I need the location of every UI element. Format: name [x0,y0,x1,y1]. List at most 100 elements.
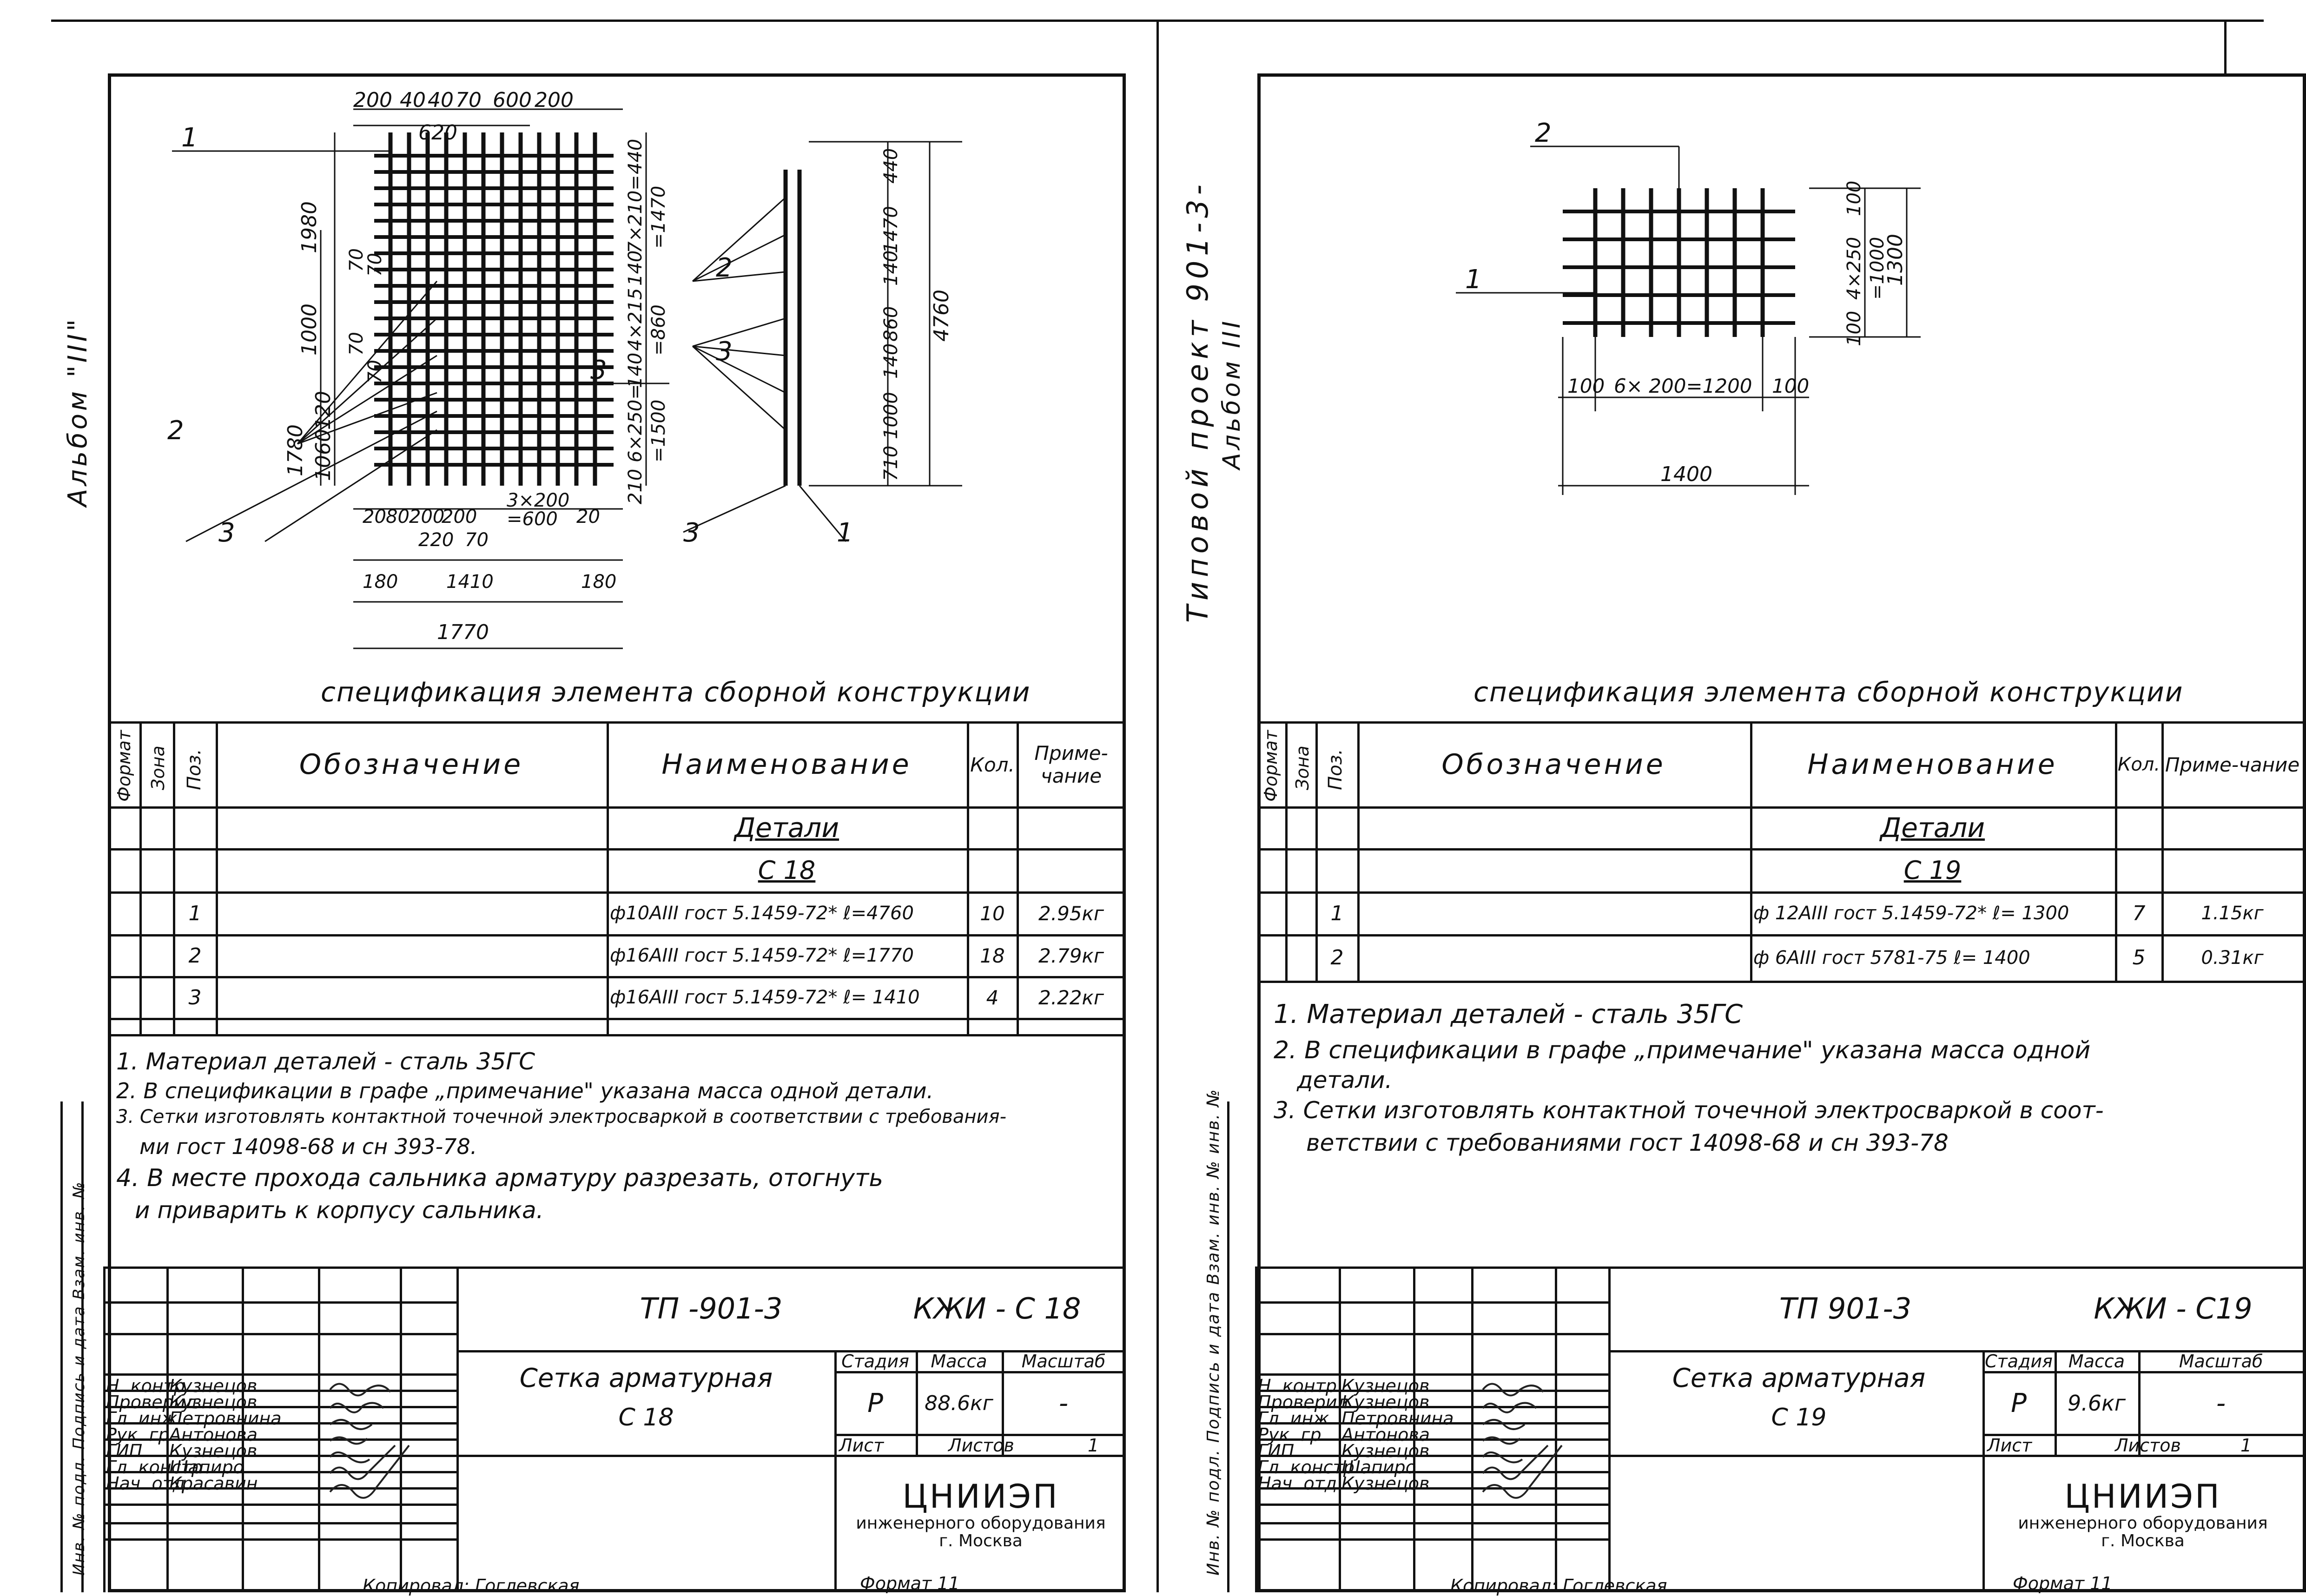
tb-name1-left: Сетка арматурная [519,1363,773,1393]
spec-title-right: спецификация элемента сборной конструкци… [1473,676,2184,708]
dim-top-3: 40 [428,88,454,112]
dim-left-70b: 70 [364,253,386,277]
dim-r-100a: 100 [1843,181,1865,216]
tb-mass-label-left: Масса [931,1351,987,1372]
row2-qty-left: 18 [980,944,1005,967]
dim-b-100b: 100 [1772,375,1809,397]
dim-left-1780: 1780 [284,424,307,476]
album-label-left: Альбом "III" [63,316,93,507]
note-3-right: 3. Сетки изготовлять контактной точечной… [1274,1097,2104,1124]
row2-pos-right: 2 [1330,946,1344,969]
tb-person-2-left: Кузнецов [169,1392,258,1412]
spec-title-left: спецификация элемента сборной конструкци… [321,676,1031,708]
dim-bot-70: 70 [465,529,489,551]
hdr-qty-right: Кол. [2117,754,2161,775]
tb-mass-label-right: Масса [2068,1351,2125,1372]
row1-note-right: 1.15кг [2201,903,2264,924]
leader-3: 3 [218,518,235,548]
tb-role-6-left: Гл. констр. [106,1457,208,1477]
hdr-format-right: Формат [1261,730,1281,802]
section-details-left: Детали [734,811,839,844]
row3-qty-left: 4 [986,986,999,1009]
note-4b-left: и приварить к корпусу сальника. [135,1197,544,1224]
row2-name-left: ф16АIII гост 5.1459-72* ℓ=1770 [610,945,914,966]
dim-bot-20a: 20 [363,506,386,528]
dim-bot-1770: 1770 [437,620,489,644]
dim-left-70d: 70 [364,360,386,383]
note-3-left: 3. Сетки изготовлять контактной точечной… [116,1106,1007,1128]
leader-1-right: 1 [1465,264,1482,295]
dim-side-860: 860 [880,306,902,342]
dim-left-120: 120 [311,391,335,430]
tb-person-7-right: Кузнецов [1341,1473,1430,1494]
row2-name-right: ф 6АIII гост 5781-75 ℓ= 1400 [1753,947,2030,969]
dim-r-1000: =1000 [1867,237,1888,300]
note-3b-left: ми гост 14098-68 и сн 393-78. [139,1134,477,1159]
row1-qty-right: 7 [2132,901,2146,925]
tb-bottom-cut-right: Копировал: Гоглевская [1450,1576,1667,1596]
row1-note-left: 2.95кг [1038,902,1104,925]
tb-code-right: КЖИ - С19 [2094,1291,2253,1326]
hdr-note-left: Приме-чание [1034,742,1108,787]
tb-person-5-right: Кузнецов [1341,1441,1430,1461]
tb-sheet-label-left: Лист [839,1435,884,1456]
dim-right-210: 210 [625,469,646,504]
top-right-marker [2224,20,2227,73]
hdr-qty-left: Кол. [970,753,1015,776]
tb-role-7-right: Нач. отд. [1258,1473,1343,1494]
tb-scale-label-right: Масштаб [2179,1351,2263,1372]
dim-left-70c: 70 [346,332,367,356]
tb-stage-left: Р [867,1388,883,1418]
tb-bottom-cut-left: Копировал: Гоглевская [363,1576,580,1596]
dim-right-4x215: 4×215 [625,288,646,351]
tb-sheets-label-right: Листов [2115,1435,2181,1456]
tb-person-3-right: Петровнина [1341,1408,1454,1429]
hdr-note-right: Приме-чание [2165,753,2300,776]
leader-1b: 1 [837,518,853,548]
dim-top-5: 600 [493,88,532,112]
note-1-right: 1. Материал деталей - сталь 35ГС [1274,999,1743,1029]
tb-org3-left: г. Москва [939,1531,1023,1550]
signatures-right [1482,1383,1563,1499]
section-details-right: Детали [1880,811,1985,844]
row1-pos-right: 1 [1330,901,1344,925]
tb-sheets-right: 1 [2240,1435,2252,1456]
hdr-zone-right: Зона [1292,745,1313,790]
tb-mass-right: 9.6кг [2067,1391,2126,1416]
dim-side-1000: 1000 [880,392,902,439]
leader-1: 1 [181,123,198,153]
tb-role-4-left: Рук. гр. [106,1425,175,1445]
row3-note-left: 2.22кг [1038,986,1104,1009]
dim-right-140b: 140 [625,353,646,388]
tb-sheet-label-right: Лист [1987,1435,2032,1456]
note-3b-right: ветствии с требованиями гост 14098-68 и … [1306,1129,1949,1156]
row2-pos-left: 2 [188,943,202,968]
tb-scale-label-left: Масштаб [1021,1351,1106,1372]
tb-scale-right: - [2216,1388,2226,1418]
note-2b-right: детали. [1297,1067,1393,1094]
leader-3b: 3 [590,355,607,385]
dim-left-1060: 1060 [311,429,335,481]
tb-name2-left: С 18 [618,1404,674,1431]
row2-note-right: 0.31кг [2201,947,2264,969]
tb-role-3-left: Гл. инж. [106,1408,183,1429]
dim-right-440: 440 [625,139,646,174]
album-label-right: Альбом III [1218,318,1246,469]
row3-name-left: ф16АIII гост 5.1459-72* ℓ= 1410 [610,987,920,1008]
sheet-left-frame [108,73,1126,1592]
dim-r-4x250: 4×250 [1843,237,1865,300]
dim-bot-200a: 200 [409,506,444,528]
tb-org1-right: ЦНИИЭП [2064,1477,2221,1516]
row1-pos-left: 1 [188,901,202,925]
side-stamp-left: Инв. № подл. Подпись и дата Взам. инв. № [70,1181,88,1576]
tb-role-5-right: ГИП [1258,1441,1295,1461]
tb-role-1-left: Н. контр. [106,1376,191,1396]
sheet-right-frame [1257,73,2306,1592]
tb-code-left: КЖИ - С 18 [913,1291,1081,1326]
tb-project-right: ТП 901-3 [1779,1291,1912,1326]
tb-stage-right: Р [2011,1388,2027,1418]
tb-person-1-right: Кузнецов [1341,1376,1430,1396]
subsection-left: С 18 [758,855,816,885]
dim-right-1470: =1470 [648,186,669,249]
tb-role-7-left: Нач. отд. [106,1473,191,1494]
